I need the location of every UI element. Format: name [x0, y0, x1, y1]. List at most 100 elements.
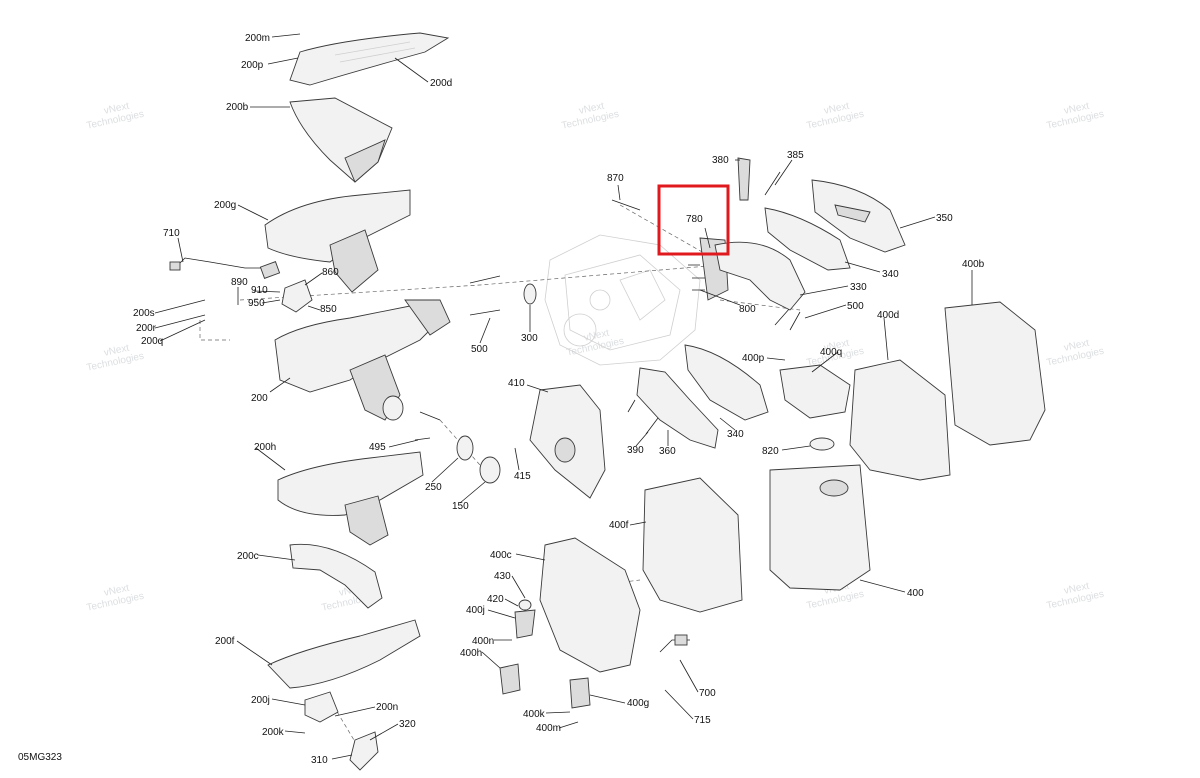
- callout-label: 400: [907, 588, 924, 599]
- part-250-ring: [456, 435, 474, 461]
- part-150-ring: [479, 456, 501, 484]
- part-200b-shroud: [289, 97, 393, 183]
- callout-label: 250: [425, 482, 442, 493]
- part-410-bracket: [529, 384, 606, 499]
- callout-label: 400n: [472, 636, 494, 647]
- callout-label: 200p: [241, 60, 264, 71]
- leader-lines: [154, 33, 973, 760]
- callout-label: 415: [514, 471, 531, 482]
- callout-label: 400c: [490, 550, 512, 561]
- part-380-strap: [737, 157, 751, 201]
- part-200d-top-cover: [289, 32, 450, 86]
- part-200g-shroud: [264, 189, 411, 293]
- callout-label: 385: [787, 150, 804, 161]
- callout-label: 200h: [254, 442, 276, 453]
- watermark: vNextTechnologies: [558, 98, 620, 132]
- callout-label: 300: [521, 333, 538, 344]
- callout-label: 860: [322, 267, 339, 278]
- callout-label: 200s: [133, 308, 155, 319]
- callout-label: 400q: [820, 347, 842, 358]
- callout-label: 910: [251, 285, 268, 296]
- part-360-shield: [636, 367, 719, 449]
- callout-label: 400m: [536, 723, 561, 734]
- part-400g-mount: [569, 677, 591, 709]
- callout-label: 400k: [523, 709, 546, 720]
- part-350-heat-shield: [811, 179, 906, 253]
- callout-label: 340: [882, 269, 899, 280]
- part-495-springs: [414, 411, 441, 441]
- callout-label: 400j: [466, 605, 485, 616]
- callout-label: 320: [399, 719, 416, 730]
- callout-label: 200: [251, 393, 268, 404]
- callout-label: 420: [487, 594, 504, 605]
- watermark: vNextTechnologies: [83, 340, 145, 374]
- callout-label: 430: [494, 571, 511, 582]
- part-860-bracket: [281, 279, 313, 313]
- callout-label: 390: [627, 445, 644, 456]
- part-200f-lower-cover: [267, 619, 421, 689]
- part-200h-shroud: [277, 451, 424, 546]
- callout-label: 495: [369, 442, 386, 453]
- callout-label: 780: [686, 214, 703, 225]
- callout-label: 200f: [215, 636, 235, 647]
- part-385-spring: [764, 171, 781, 196]
- callout-label: 200b: [226, 102, 249, 113]
- watermark: vNextTechnologies: [1043, 98, 1105, 132]
- callout-label: 330: [850, 282, 867, 293]
- highlight-box-780: [657, 184, 730, 256]
- part-200c-shroud: [289, 543, 383, 609]
- part-330-pipe: [714, 241, 806, 311]
- callout-label: 870: [607, 173, 624, 184]
- watermark: vNextTechnologies: [1043, 578, 1105, 612]
- callout-label: 400b: [962, 259, 985, 270]
- callout-label: 200c: [237, 551, 259, 562]
- callout-label: 310: [311, 755, 328, 766]
- callout-label: 410: [508, 378, 525, 389]
- part-700-sensor: [659, 634, 690, 653]
- part-870-rod: [611, 199, 641, 211]
- part-400d-cover: [849, 359, 951, 481]
- part-400c-cover: [539, 537, 641, 673]
- callout-label: 360: [659, 446, 676, 457]
- part-200-main-muffler: [274, 299, 451, 421]
- callout-label: 700: [699, 688, 716, 699]
- part-710-sensor-harness: [169, 257, 281, 279]
- callout-label: 950: [248, 298, 265, 309]
- callout-label: 200g: [214, 200, 236, 211]
- part-420-grommet: [514, 599, 536, 639]
- diagram-code: 05MG323: [18, 752, 62, 763]
- callout-label: 500: [471, 344, 488, 355]
- part-400f-cover: [642, 477, 743, 613]
- callout-label: 200k: [262, 727, 285, 738]
- callout-label: 850: [320, 304, 337, 315]
- callout-label: 820: [762, 446, 779, 457]
- callout-label: 350: [936, 213, 953, 224]
- callout-label: 200q: [141, 336, 163, 347]
- callout-label: 340: [727, 429, 744, 440]
- watermark: vNextTechnologies: [83, 98, 145, 132]
- engine-ghost-illustration: [544, 234, 701, 366]
- part-400b-cover: [944, 301, 1046, 446]
- callout-label: 400d: [877, 310, 899, 321]
- callout-label: 710: [163, 228, 180, 239]
- watermark: vNextTechnologies: [1043, 335, 1105, 369]
- part-400h-mount: [499, 663, 521, 695]
- callout-label: 200r: [136, 323, 157, 334]
- part-200j-bracket: [304, 691, 339, 723]
- part-340-shield-lower: [684, 344, 769, 421]
- callout-label: 150: [452, 501, 469, 512]
- part-500-springs: [469, 275, 801, 331]
- watermark: vNextTechnologies: [803, 98, 865, 132]
- callout-label: 400h: [460, 648, 482, 659]
- part-390-spring: [627, 399, 659, 435]
- part-300-clamp: [523, 283, 537, 305]
- part-400-canister: [769, 464, 871, 591]
- callout-labels: 200m 200p 200d 200b 200g 710 890 910 950…: [133, 33, 985, 766]
- callout-label: 400f: [609, 520, 629, 531]
- callout-label: 400g: [627, 698, 649, 709]
- callout-label: 500: [847, 301, 864, 312]
- callout-label: 200m: [245, 33, 270, 44]
- callout-label: 890: [231, 277, 248, 288]
